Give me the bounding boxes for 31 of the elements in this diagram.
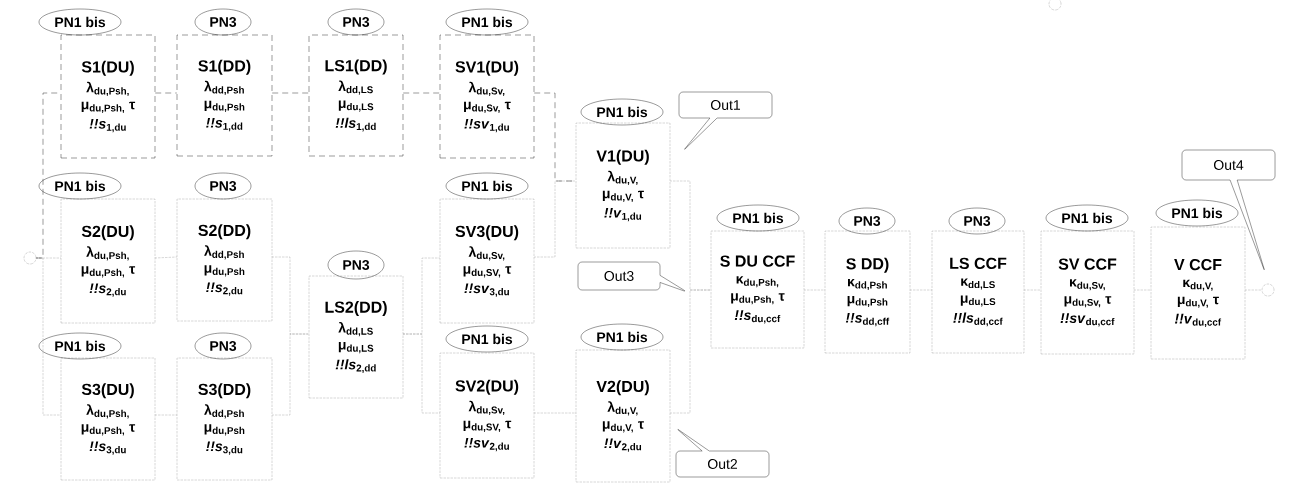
component-box: SV CCF κ$_{du,Sv,}$ μ$_{du,Sv,}$ τ !!sv$_{du,ccf}$ [1040,230,1135,355]
connector-line [272,92,309,94]
component-box: LS CCF κ$_{dd,LS}$ μ$_{du,LS}$ !!ls$_{dd,ccf}$ [931,230,1025,354]
component-box: S1(DD) λ$_{dd,Psh}$ μ$_{du,Psh}$ !!s$_{1,dd}$ [176,34,273,157]
component-box: S3(DU) λ$_{du,Psh,}$ μ$_{du,Psh,}$ τ !!s$_{3,du}$ [60,357,156,481]
connector-line [36,257,61,416]
component-box: LS2(DD) λ$_{dd,LS}$ μ$_{du,LS}$ !!ls$_{2,dd}$ [308,275,404,399]
component-box: V2(DU) λ$_{du,V,}$ μ$_{du,V,}$ τ !!v$_{2,du}$ [575,349,671,483]
connector-line [36,92,61,259]
component-box: S2(DU) λ$_{du,Psh,}$ μ$_{du,Psh,}$ τ !!s$_{2,du}$ [60,198,156,324]
connector-line [272,256,309,335]
connector-line [670,289,711,414]
component-box: S DD) κ$_{dd,Psh}$ μ$_{du,Psh}$ !!s$_{dd,cff}$ [824,230,911,354]
connector-line [403,333,440,414]
connector-line [155,92,177,94]
component-box: S2(DD) λ$_{dd,Psh}$ μ$_{du,Psh}$ !!s$_{2,du}$ [176,198,273,322]
connector-line [272,333,309,416]
connector-line [534,180,576,258]
connector-line [403,92,440,94]
component-box: S DU CCF κ$_{du,Psh,}$ μ$_{du,Psh,}$ τ !!s$_{du,ccf}$ [710,230,805,349]
component-box: SV1(DU) λ$_{du,Sv,}$ μ$_{du,Sv,}$ τ !!sv$_{1,du}$ [439,34,535,159]
callout-balloon: Out2 [675,429,770,478]
component-box: V1(DU) λ$_{du,V,}$ μ$_{du,V,}$ τ !!v$_{1,du}$ [575,122,671,249]
component-box: SV3(DU) λ$_{du,Sv,}$ μ$_{du,SV,}$ τ !!sv$_{3,du}$ [439,198,535,324]
component-box: S1(DU) λ$_{du,Psh,}$ μ$_{du,Psh,}$ τ !!s$_{1,du}$ [60,34,156,159]
component-box: LS1(DD) λ$_{dd,LS}$ μ$_{du,LS}$ !!ls$_{1,dd}$ [308,34,404,157]
callout-balloon: Out3 [577,261,686,292]
component-box: V CCF κ$_{du,V,}$ μ$_{du,V,}$ τ !!v$_{du,ccf}$ [1150,226,1246,360]
component-box: SV2(DU) λ$_{du,Sv,}$ μ$_{du,SV,}$ τ !!sv$_{2,du}$ [439,352,535,479]
callout-balloon: Out1 [678,91,773,150]
component-box: S3(DD) λ$_{dd,Psh}$ μ$_{du,Psh}$ !!s$_{3,du}$ [176,357,273,481]
